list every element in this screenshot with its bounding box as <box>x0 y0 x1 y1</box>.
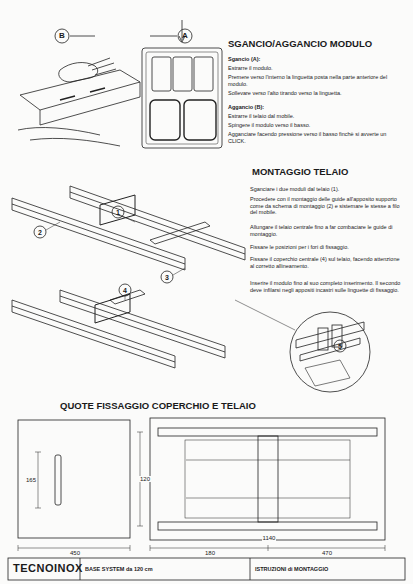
callout-number: 5 <box>338 343 342 350</box>
dimension: 165 <box>25 477 37 483</box>
instruction-text: Spingere il modulo verso il basso. <box>228 122 403 129</box>
instruction-text: Sollevare verso l'alto tirando verso la … <box>228 90 403 97</box>
instruction-text: Inserire il modulo fino al suo completo … <box>250 280 405 293</box>
dimension: 470 <box>321 550 333 556</box>
instruction-text: Estrarre il modulo. <box>228 65 403 72</box>
instruction-text: BASE SYSTEM da 120 cm <box>85 566 245 573</box>
instruction-text: Sgancio (A): <box>228 56 403 63</box>
instruction-text: Sganciare i due moduli dal telaio (1). <box>250 186 405 193</box>
callout-number: B <box>59 32 65 40</box>
instruction-text: Fissare il coperchio centrale (4) sul te… <box>250 256 405 269</box>
dimension: 180 <box>204 550 216 556</box>
callout-number: 1 <box>116 209 120 216</box>
instruction-text: Agganciare facendo pressione verso il ba… <box>228 131 403 144</box>
instruction-text: Procedere con il montaggio delle guide a… <box>250 196 405 216</box>
callout-number: 3 <box>165 274 169 281</box>
instruction-text: Premere verso l'interno la linguetta pos… <box>228 74 403 87</box>
section-heading: SGANCIO/AGGANCIO MODULO <box>228 38 408 49</box>
instruction-text: Aggancio (B): <box>228 104 403 111</box>
frame-rails-lower <box>12 284 225 368</box>
instruction-text: Allungare il telaio centrale fino a far … <box>250 224 405 237</box>
frame-rails <box>12 186 245 283</box>
bin-module <box>142 20 222 148</box>
dimension: 120 <box>139 476 151 482</box>
section-heading: TECNOINOX <box>13 562 79 575</box>
instruction-text: Estrarre il telaio dal mobile. <box>228 113 403 120</box>
instruction-text: ISTRUZIONI di MONTAGGIO <box>255 566 400 573</box>
frame-plan <box>137 418 385 551</box>
instruction-text: Fissare le posizioni per i fori di fissa… <box>250 244 405 251</box>
dimension: 450 <box>69 550 81 556</box>
section-heading: MONTAGGIO TELAIO <box>252 166 407 177</box>
section-heading: QUOTE FISSAGGIO COPERCHIO E TELAIO <box>60 400 360 411</box>
callout-number: 4 <box>123 287 127 294</box>
detail-view <box>235 300 370 392</box>
title-block <box>8 558 405 580</box>
callout-number: A <box>182 32 188 40</box>
callout-number: 2 <box>38 229 42 236</box>
dimension: 1140 <box>262 535 277 541</box>
drawer-scene <box>18 29 192 146</box>
front-panel <box>18 420 130 551</box>
